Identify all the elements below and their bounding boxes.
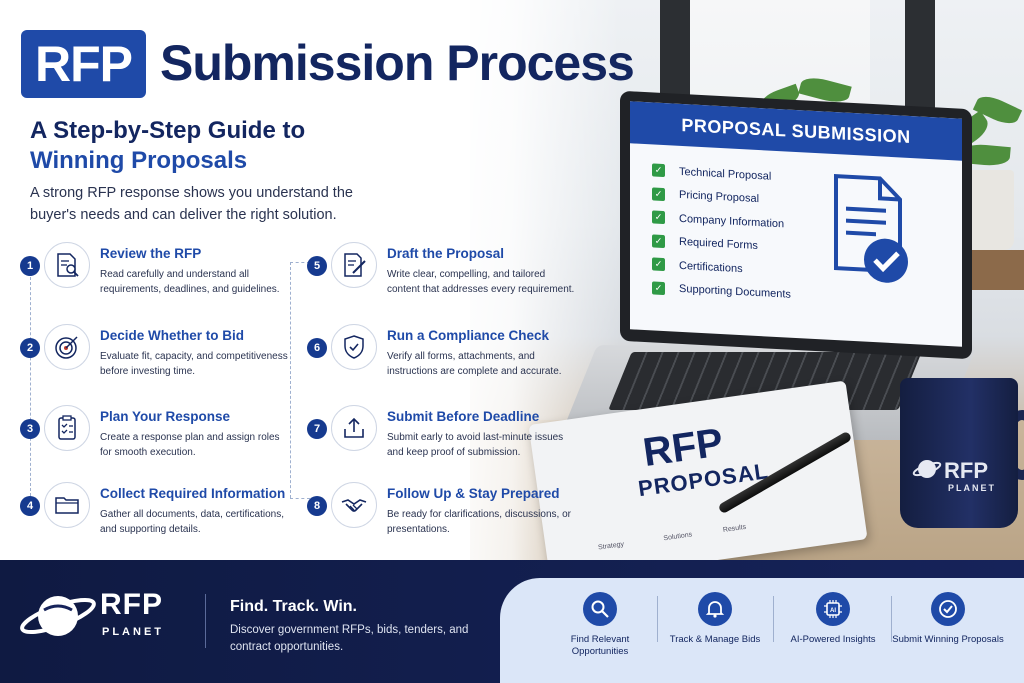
footer-tagline: Find. Track. Win.: [230, 598, 357, 615]
step-number: 8: [307, 496, 327, 516]
step-number: 1: [20, 256, 40, 276]
shield-check-icon: [331, 324, 377, 370]
laptop-screen-header: PROPOSAL SUBMISSION: [630, 101, 962, 161]
step-title: Run a Compliance Check: [387, 328, 550, 343]
step-title: Draft the Proposal: [387, 246, 505, 261]
check-icon: ✓: [652, 210, 665, 225]
subtitle-line2: Winning Proposals: [30, 147, 248, 174]
step-title: Plan Your Response: [100, 409, 231, 424]
coffee-mug: [900, 378, 1018, 528]
step-desc: Submit early to avoid last-minute issues…: [387, 432, 564, 458]
step-desc: Write clear, compelling, and tailored co…: [387, 269, 575, 295]
subtitle-line1: A Step-by-Step Guide to: [30, 117, 306, 144]
footer-logo: RFP: [100, 588, 163, 621]
step-desc: Read carefully and understand all requir…: [100, 269, 280, 295]
step-title: Submit Before Deadline: [387, 409, 540, 424]
feature-divider: [773, 596, 774, 642]
handshake-icon: [331, 482, 377, 528]
step-desc: Evaluate fit, capacity, and competitiven…: [100, 351, 288, 377]
upload-icon: [331, 405, 377, 451]
check-icon: ✓: [652, 257, 665, 272]
feature-divider: [657, 596, 658, 642]
step-desc: Create a response plan and assign roles …: [100, 432, 280, 458]
notebook-label: Results: [722, 523, 747, 534]
step-number: 3: [20, 419, 40, 439]
notebook-label: Strategy: [597, 540, 625, 552]
check-icon: ✓: [652, 234, 665, 248]
step-connector: [30, 272, 31, 496]
feature-submit: Submit Winning Proposals: [890, 592, 1006, 646]
folder-icon: [44, 482, 90, 528]
check-icon: ✓: [652, 281, 665, 295]
planet-logo-icon: [20, 596, 96, 636]
step-title: Follow Up & Stay Prepared: [387, 486, 560, 501]
footer-description: Discover government RFPs, bids, tenders,…: [230, 624, 469, 653]
feature-ai: AI AI-Powered Insights: [775, 592, 891, 646]
feature-divider: [891, 596, 892, 642]
check-icon: ✓: [652, 163, 665, 178]
target-icon: [44, 324, 90, 370]
check-circle-icon: [931, 592, 965, 626]
feature-find: Find Relevant Opportunities: [542, 592, 658, 658]
feature-label: Find Relevant Opportunities: [570, 634, 630, 657]
page-title: Submission Process: [160, 35, 635, 91]
step-number: 4: [20, 496, 40, 516]
submission-checklist: ✓Technical Proposal ✓Pricing Proposal ✓C…: [652, 158, 791, 306]
intro-text: A strong RFP response shows you understa…: [30, 185, 353, 223]
document-check-icon: [834, 173, 908, 283]
planet-logo-icon: [912, 460, 942, 478]
step-desc: Be ready for clarifications, discussions…: [387, 509, 571, 535]
step-desc: Gather all documents, data, certificatio…: [100, 509, 284, 535]
bell-icon: [698, 592, 732, 626]
title-badge: RFP: [21, 30, 146, 98]
step-connector: [290, 262, 291, 498]
mug-brand: RFP: [944, 458, 988, 483]
document-edit-icon: [331, 242, 377, 288]
clipboard-checklist-icon: [44, 405, 90, 451]
feature-track: Track & Manage Bids: [657, 592, 773, 646]
search-icon: [583, 592, 617, 626]
check-icon: ✓: [652, 187, 665, 201]
step-connector: [290, 262, 310, 263]
step-title: Collect Required Information: [100, 486, 286, 501]
laptop: PROPOSAL SUBMISSION ✓Technical Proposal …: [620, 90, 972, 360]
step-number: 7: [307, 419, 327, 439]
footer-logo-sub: PLANET: [102, 626, 164, 638]
step-title: Decide Whether to Bid: [100, 328, 245, 343]
feature-label: Submit Winning Proposals: [892, 634, 1004, 645]
step-connector: [290, 498, 310, 499]
laptop-screen: PROPOSAL SUBMISSION ✓Technical Proposal …: [630, 101, 962, 347]
notebook-label: Solutions: [663, 531, 693, 543]
footer-divider: [205, 594, 206, 648]
mug-brand-sub: PLANET: [948, 483, 996, 493]
step-number: 2: [20, 338, 40, 358]
feature-label: Track & Manage Bids: [669, 634, 761, 645]
document-search-icon: [44, 242, 90, 288]
feature-label: AI-Powered Insights: [790, 634, 876, 645]
step-number: 5: [307, 256, 327, 276]
step-number: 6: [307, 338, 327, 358]
ai-chip-icon: AI: [816, 592, 850, 626]
step-title: Review the RFP: [100, 246, 202, 261]
svg-text:AI: AI: [830, 608, 836, 614]
step-desc: Verify all forms, attachments, and instr…: [387, 351, 562, 377]
